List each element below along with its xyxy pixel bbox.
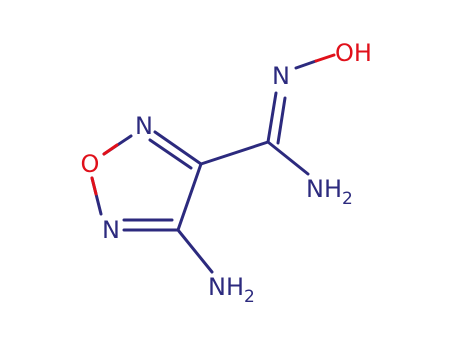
- bond-c4-amino: [176, 228, 214, 274]
- atom-amidine-nh2: NH2: [306, 175, 353, 209]
- atom-o-ring: O: [81, 150, 100, 178]
- atom-n-ring-bottom: N: [102, 216, 120, 244]
- atom-n-ring-top: N: [135, 112, 153, 140]
- bond-camidine-n-double-a: [266, 91, 278, 144]
- bonds: [90, 53, 336, 274]
- atom-labels: N O N N OH NH2 NH2: [81, 39, 372, 307]
- bond-n-o-ring-o-half: [102, 143, 119, 156]
- bond-c3-n-double-a: [153, 130, 203, 166]
- bond-camidine-n-double-b: [276, 96, 287, 145]
- amidine-subscript: 2: [342, 189, 353, 209]
- bond-o-n-ring-o-half: [90, 176, 98, 196]
- atom-hydroxyl: OH: [335, 39, 372, 67]
- amino-nh-label: NH: [208, 273, 244, 301]
- bond-c4-c3: [176, 162, 203, 232]
- bond-c3-n-double-b: [148, 138, 193, 170]
- atom-n-oxime: N: [272, 62, 290, 90]
- amidine-nh-label: NH: [306, 175, 342, 203]
- atom-amino-nh2: NH2: [208, 273, 255, 307]
- bond-n-oh: [294, 59, 318, 70]
- bond-camidine-nh2: [266, 140, 310, 176]
- bond-c3-camidine: [199, 140, 270, 166]
- amino-subscript: 2: [244, 287, 255, 307]
- bond-n-oh-o-half: [314, 53, 336, 63]
